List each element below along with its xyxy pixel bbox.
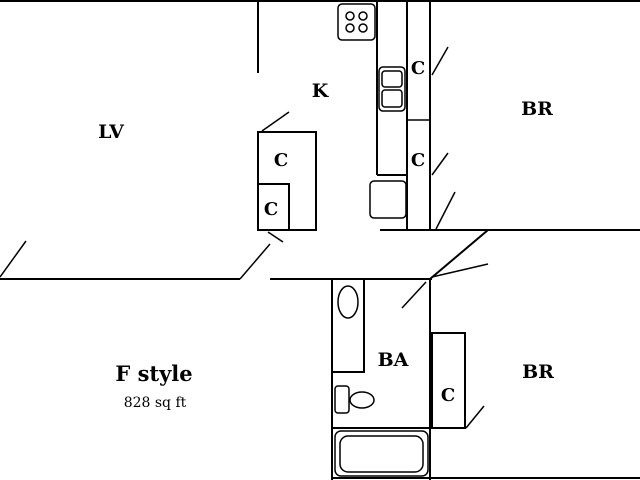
bath-closet bbox=[431, 332, 466, 429]
sink-icon bbox=[378, 66, 406, 112]
toilet-bowl-icon bbox=[349, 391, 375, 409]
plan-title: F style bbox=[115, 361, 192, 386]
stove-icon bbox=[337, 3, 376, 41]
bathtub-icon bbox=[334, 430, 429, 477]
lv-closets bbox=[257, 131, 317, 231]
plan-area: 828 sq ft bbox=[124, 395, 187, 411]
room-label-br-top: BR bbox=[521, 98, 553, 120]
closet-label-bath: C bbox=[441, 385, 455, 406]
toilet-tank-icon bbox=[334, 385, 350, 414]
closet-label-kitchen-lower: C bbox=[411, 150, 425, 171]
closet-label-lv-small: C bbox=[264, 199, 278, 220]
kitchen-fixtures bbox=[337, 0, 430, 230]
bath-fixtures bbox=[331, 278, 429, 477]
door-swings bbox=[0, 46, 489, 429]
room-label-lv: LV bbox=[98, 121, 125, 143]
room-label-kitchen: K bbox=[312, 80, 330, 102]
fridge-icon bbox=[369, 180, 407, 219]
closet-label-lv-large: C bbox=[274, 150, 288, 171]
closet-label-kitchen-upper: C bbox=[411, 58, 425, 79]
room-label-bath: BA bbox=[378, 349, 409, 371]
sink-oval-icon bbox=[337, 285, 359, 319]
room-label-br-bottom: BR bbox=[522, 361, 554, 383]
